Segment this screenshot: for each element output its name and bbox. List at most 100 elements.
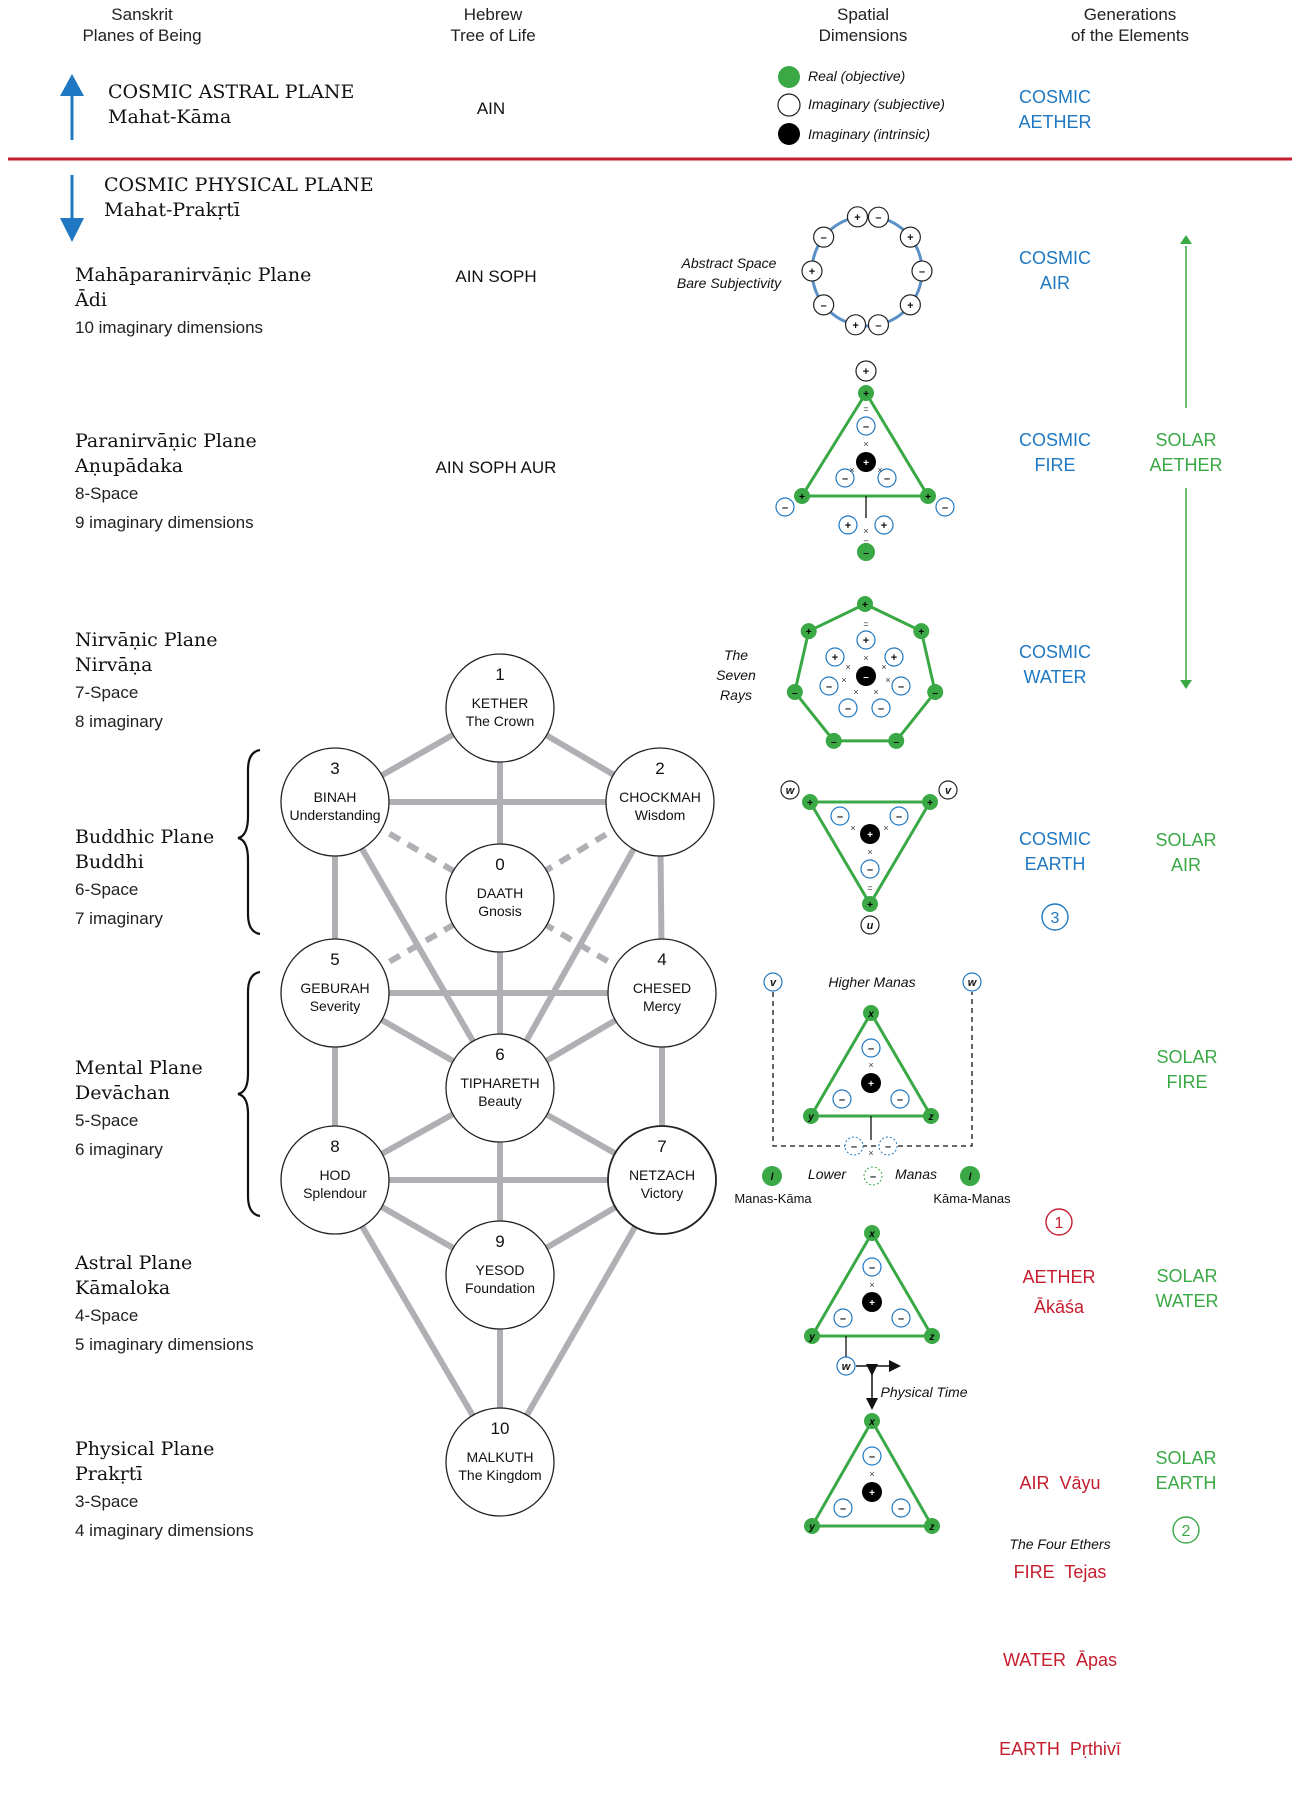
plane-line: 8 imaginary xyxy=(75,712,163,731)
node-symbol: + xyxy=(927,798,933,809)
node-symbol: z xyxy=(929,1522,935,1533)
header-sanskrit-line1: Sanskrit xyxy=(111,5,173,24)
imaginary-node: u xyxy=(860,915,880,935)
sephirah-name: MALKUTH xyxy=(467,1449,534,1465)
node-symbol: – xyxy=(840,1503,846,1515)
node-symbol: z xyxy=(928,1112,934,1123)
imaginary-node: v xyxy=(763,972,783,992)
connector-mark: × xyxy=(849,465,854,475)
header-generations-line2: of the Elements xyxy=(1070,26,1190,45)
seven-rays-line3: Rays xyxy=(720,687,752,703)
abstract-space-line2: Bare Subjectivity xyxy=(676,275,782,291)
node-symbol: + xyxy=(907,300,913,312)
imaginary-node: – xyxy=(813,226,835,248)
plane-nirvanic: Nirvāṇic Plane Nirvāṇa 7-Space 8 imagina… xyxy=(75,628,218,736)
node-symbol: + xyxy=(852,320,858,332)
imaginary-node: – xyxy=(775,497,795,517)
real-node: y xyxy=(804,1518,820,1534)
node-symbol: v xyxy=(770,977,777,989)
node-symbol: + xyxy=(832,652,838,664)
plane-line: 10 imaginary dimensions xyxy=(75,318,264,337)
plane-physical: Physical Plane Prakṛtī 3-Space 4 imagina… xyxy=(75,1437,254,1545)
header-spatial-line1: Spatial xyxy=(837,5,889,24)
node-symbol: – xyxy=(842,473,848,485)
paranirvanic-triangle-diagram: ++=–×+––××++––++×=– xyxy=(775,360,955,561)
imaginary-node: – xyxy=(889,806,909,826)
sephirah-name: NETZACH xyxy=(629,1167,695,1183)
sephirah-number: 2 xyxy=(655,759,664,778)
plane-title: Mental Plane xyxy=(75,1057,203,1079)
imaginary-node: – xyxy=(867,206,890,228)
hebrew-ain: AIN xyxy=(476,99,506,118)
solar-water-line2: WATER xyxy=(1155,1291,1219,1311)
seven-rays-heptagon-diagram: ++––––++++–––––=××××××× xyxy=(786,596,944,749)
imaginary-node: – xyxy=(911,260,933,282)
imaginary-node: – xyxy=(813,294,835,316)
real-node: y xyxy=(804,1328,820,1344)
node-symbol: + xyxy=(907,232,913,244)
imaginary-node: – xyxy=(863,1166,883,1186)
connector-mark: = xyxy=(867,883,872,893)
imaginary-node: + xyxy=(801,260,823,282)
plane-title: Physical Plane xyxy=(75,1438,215,1460)
node-symbol: – xyxy=(821,300,827,312)
node-symbol: + xyxy=(891,652,897,664)
abstract-space-label: Abstract Space Bare Subjectivity xyxy=(664,253,794,293)
header-generations: Generations of the Elements xyxy=(1045,4,1215,46)
connector-mark: × xyxy=(863,653,868,663)
node-symbol: – xyxy=(919,266,925,278)
triangle-edge xyxy=(809,1417,935,1528)
heptagon-edge xyxy=(793,602,937,743)
cosmic-water-line1: COSMIC xyxy=(1019,642,1091,662)
sephirah-number: 0 xyxy=(495,855,504,874)
imaginary-node: – xyxy=(891,1498,911,1518)
plane-line: 5 imaginary dimensions xyxy=(75,1335,254,1354)
node-symbol: – xyxy=(869,1451,875,1463)
manas-label: Manas xyxy=(894,1166,938,1182)
node-symbol: – xyxy=(863,421,869,433)
sephirah-name: TIPHARETH xyxy=(460,1075,539,1091)
lower-label: Lower xyxy=(807,1166,847,1182)
connector-mark: × xyxy=(850,823,855,833)
node-symbol: y xyxy=(808,1332,815,1343)
four-ethers-caption: The Four Ethers xyxy=(1009,1536,1111,1552)
node-symbol: – xyxy=(840,1313,846,1325)
sephirah-meaning: Splendour xyxy=(303,1185,367,1201)
aether-label: AETHER xyxy=(1022,1267,1096,1287)
sephirah-number: 8 xyxy=(330,1137,339,1156)
real-node: – xyxy=(888,732,905,749)
legend-real-label: Real (objective) xyxy=(808,68,906,84)
node-symbol: – xyxy=(870,1171,876,1183)
connector-mark: × xyxy=(863,439,868,449)
sephirah-number: 4 xyxy=(657,950,666,969)
connector-mark: × xyxy=(867,847,872,857)
sephirah-number: 10 xyxy=(491,1419,510,1438)
node-symbol: + xyxy=(867,830,873,841)
node-symbol: – xyxy=(898,1503,904,1515)
node-symbol: l xyxy=(771,1172,774,1183)
sephirah-name: BINAH xyxy=(314,789,357,805)
imaginary-node: – xyxy=(877,468,897,488)
intrinsic-node: – xyxy=(856,666,876,686)
node-symbol: – xyxy=(885,1141,891,1153)
node-symbol: w xyxy=(786,785,796,797)
real-node: x xyxy=(864,1225,880,1241)
legend-imag-subjective-label: Imaginary (subjective) xyxy=(808,96,945,112)
imaginary-node: – xyxy=(838,698,858,718)
real-node: – xyxy=(857,543,875,561)
mental-brace xyxy=(237,970,261,1218)
connector-mark: × xyxy=(869,1469,874,1479)
sephirah-circle xyxy=(445,653,555,763)
cosmic-earth-line1: COSMIC xyxy=(1019,829,1091,849)
node-symbol: – xyxy=(837,811,843,823)
imaginary-node: – xyxy=(832,1089,852,1109)
cosmic-astral-name: COSMIC ASTRAL PLANE xyxy=(108,81,355,103)
plane-mental: Mental Plane Devāchan 5-Space 6 imaginar… xyxy=(75,1056,203,1164)
plane-title: Nirvāṇic Plane xyxy=(75,629,218,651)
ether-water: WATER Āpas xyxy=(1002,1650,1118,1670)
circled-number-1 xyxy=(1045,1208,1073,1236)
sephirah-name: DAATH xyxy=(477,885,523,901)
node-symbol: y xyxy=(808,1522,815,1533)
